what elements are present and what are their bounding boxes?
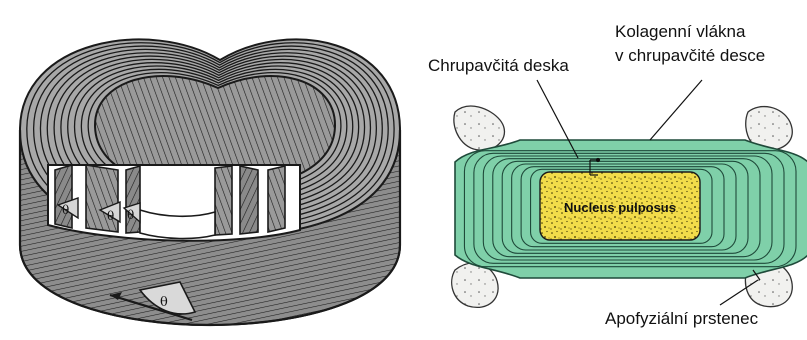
nucleus-label: Nucleus pulposus <box>564 200 676 215</box>
label-apophyseal-ring: Apofyziální prstenec <box>605 309 758 329</box>
label-collagen-fibers-line2: v chrupavčité desce <box>615 46 765 66</box>
label-cartilage-plate: Chrupavčitá deska <box>428 56 569 76</box>
label-collagen-fibers-line1: Kolagenní vlákna <box>615 22 745 42</box>
